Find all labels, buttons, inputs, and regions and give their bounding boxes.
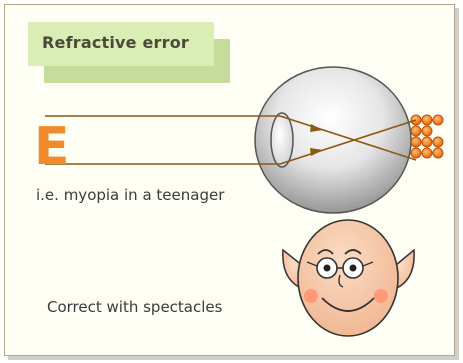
letter-e-target-icon: E bbox=[34, 117, 70, 177]
lens-icon bbox=[271, 113, 293, 167]
spectacles-caption: Correct with spectacles bbox=[47, 298, 222, 316]
retina-cells-icon bbox=[411, 115, 443, 158]
myopia-caption: i.e. myopia in a teenager bbox=[36, 186, 224, 204]
face-with-spectacles-icon bbox=[283, 220, 414, 336]
